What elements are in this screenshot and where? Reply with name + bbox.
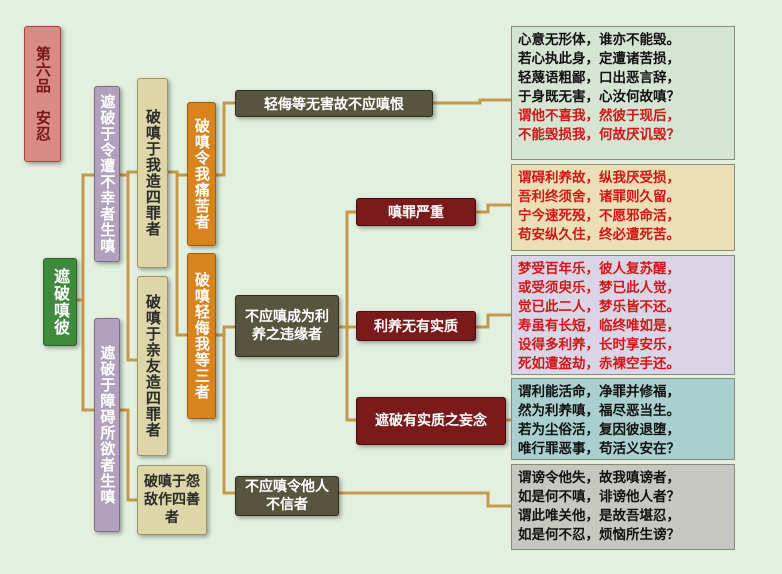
- verse-box-2: 谓碍利养故，纵我厌受损， 吾利终须舍，诸罪则久留。 宁今速死殁，不愿邪命活， 苟…: [511, 164, 735, 251]
- head-node-2: 不应嗔成为利养之违缘者: [235, 295, 339, 357]
- head-node-1: 轻侮等无害故不应嗔恨: [235, 90, 433, 117]
- branch-node-2: 遮破于障碍所欲者生嗔: [94, 318, 120, 532]
- branch-node-1: 遮破于令遭不幸者生嗔: [94, 86, 120, 262]
- verse-box-5: 谓谤令他失，故我嗔谤者， 如是何不嗔，诽谤他人者？ 谓此唯关他，是故吾堪忍， 如…: [511, 464, 735, 550]
- chapter-title: 第六品 安忍: [24, 26, 61, 162]
- mid-node-2: 破嗔轻侮我等三者: [187, 253, 216, 419]
- root-node: 遮破嗔彼: [43, 258, 77, 346]
- verse-box-4: 谓利能活命，净罪并修福， 然为利养嗔，福尽恶当生。 若为尘俗活，复因彼退堕， 唯…: [511, 378, 735, 460]
- leaf-node-1: 嗔罪严重: [356, 198, 476, 226]
- sub-node-3: 破嗔于怨敌作四善者: [137, 465, 207, 535]
- leaf-node-3: 遮破有实质之妄念: [356, 397, 506, 445]
- sub-node-1: 破嗔于我造四罪者: [137, 78, 168, 268]
- verse-box-1: 心意无形体，谁亦不能毁。 若心执此身，定遭诸苦损， 轻蔑语粗鄙，口出恶言辞， 于…: [511, 26, 735, 160]
- head-node-3: 不应嗔令他人不信者: [235, 476, 339, 516]
- leaf-node-2: 利养无有实质: [356, 311, 476, 341]
- sub-node-2: 破嗔于亲友造四罪者: [137, 276, 168, 456]
- verse-box-3: 梦受百年乐，彼人复苏醒， 或受须臾乐，梦已此人觉， 觉已此二人，梦乐皆不还。 寿…: [511, 255, 735, 375]
- mid-node-1: 破嗔令我痛苦者: [187, 102, 216, 246]
